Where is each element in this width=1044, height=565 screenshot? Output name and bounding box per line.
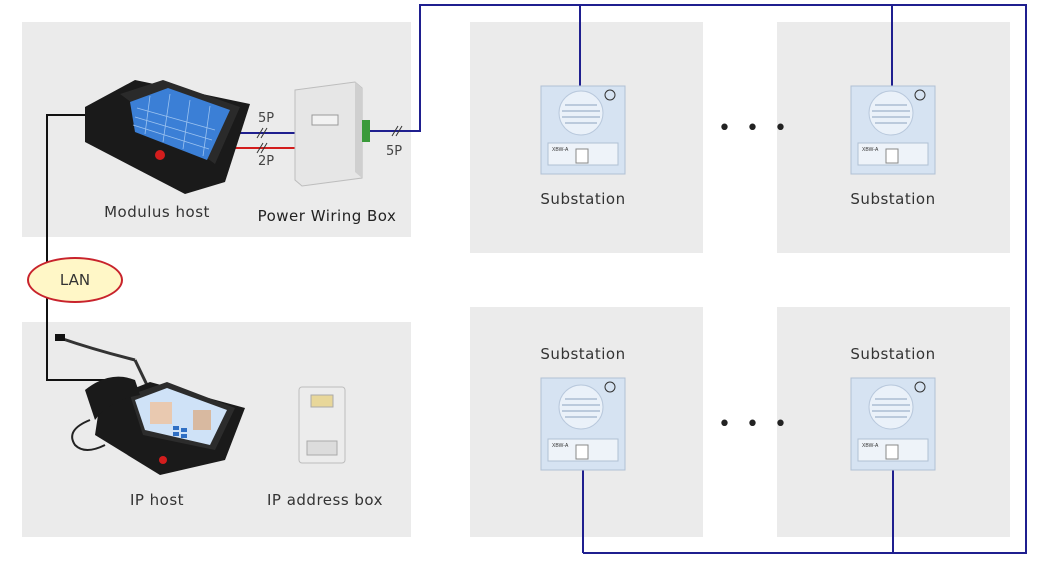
substation-label-3: Substation	[540, 345, 626, 363]
substation-device-1: XBW-A	[540, 85, 626, 175]
lan-wire	[46, 114, 120, 381]
substation-device-4: XBW-A	[850, 377, 936, 471]
lan-badge: LAN	[27, 257, 123, 303]
ellipsis-bottom: • • •	[718, 412, 791, 437]
substation-model-2: XBW-A	[862, 147, 879, 153]
power-wiring-box-label: Power Wiring Box	[257, 207, 397, 225]
substation-model-1: XBW-A	[552, 147, 569, 153]
wire-label-5p-bus: 5P	[386, 144, 403, 159]
substation-device-2: XBW-A	[850, 85, 936, 175]
substation-label-1: Substation	[540, 190, 626, 208]
substation-model-4: XBW-A	[862, 443, 879, 449]
ip-host-device	[55, 334, 245, 475]
wire-label-5p-host: 5P	[258, 111, 275, 126]
substation-model-3: XBW-A	[552, 443, 569, 449]
bus-wire-top	[370, 4, 1027, 554]
modulus-host-device	[85, 80, 250, 194]
substation-device-3: XBW-A	[540, 377, 626, 471]
substation-label-4: Substation	[850, 345, 936, 363]
ip-address-box-device	[298, 386, 346, 464]
ellipsis-top: • • •	[718, 116, 791, 141]
lan-label: LAN	[59, 271, 91, 289]
power-wiring-box-device	[294, 81, 370, 187]
ip-host-label: IP host	[129, 491, 185, 509]
substation-label-2: Substation	[850, 190, 936, 208]
wire-label-2p: 2P	[258, 154, 275, 169]
ip-address-box-label: IP address box	[266, 491, 384, 509]
modulus-host-label: Modulus host	[104, 203, 210, 221]
